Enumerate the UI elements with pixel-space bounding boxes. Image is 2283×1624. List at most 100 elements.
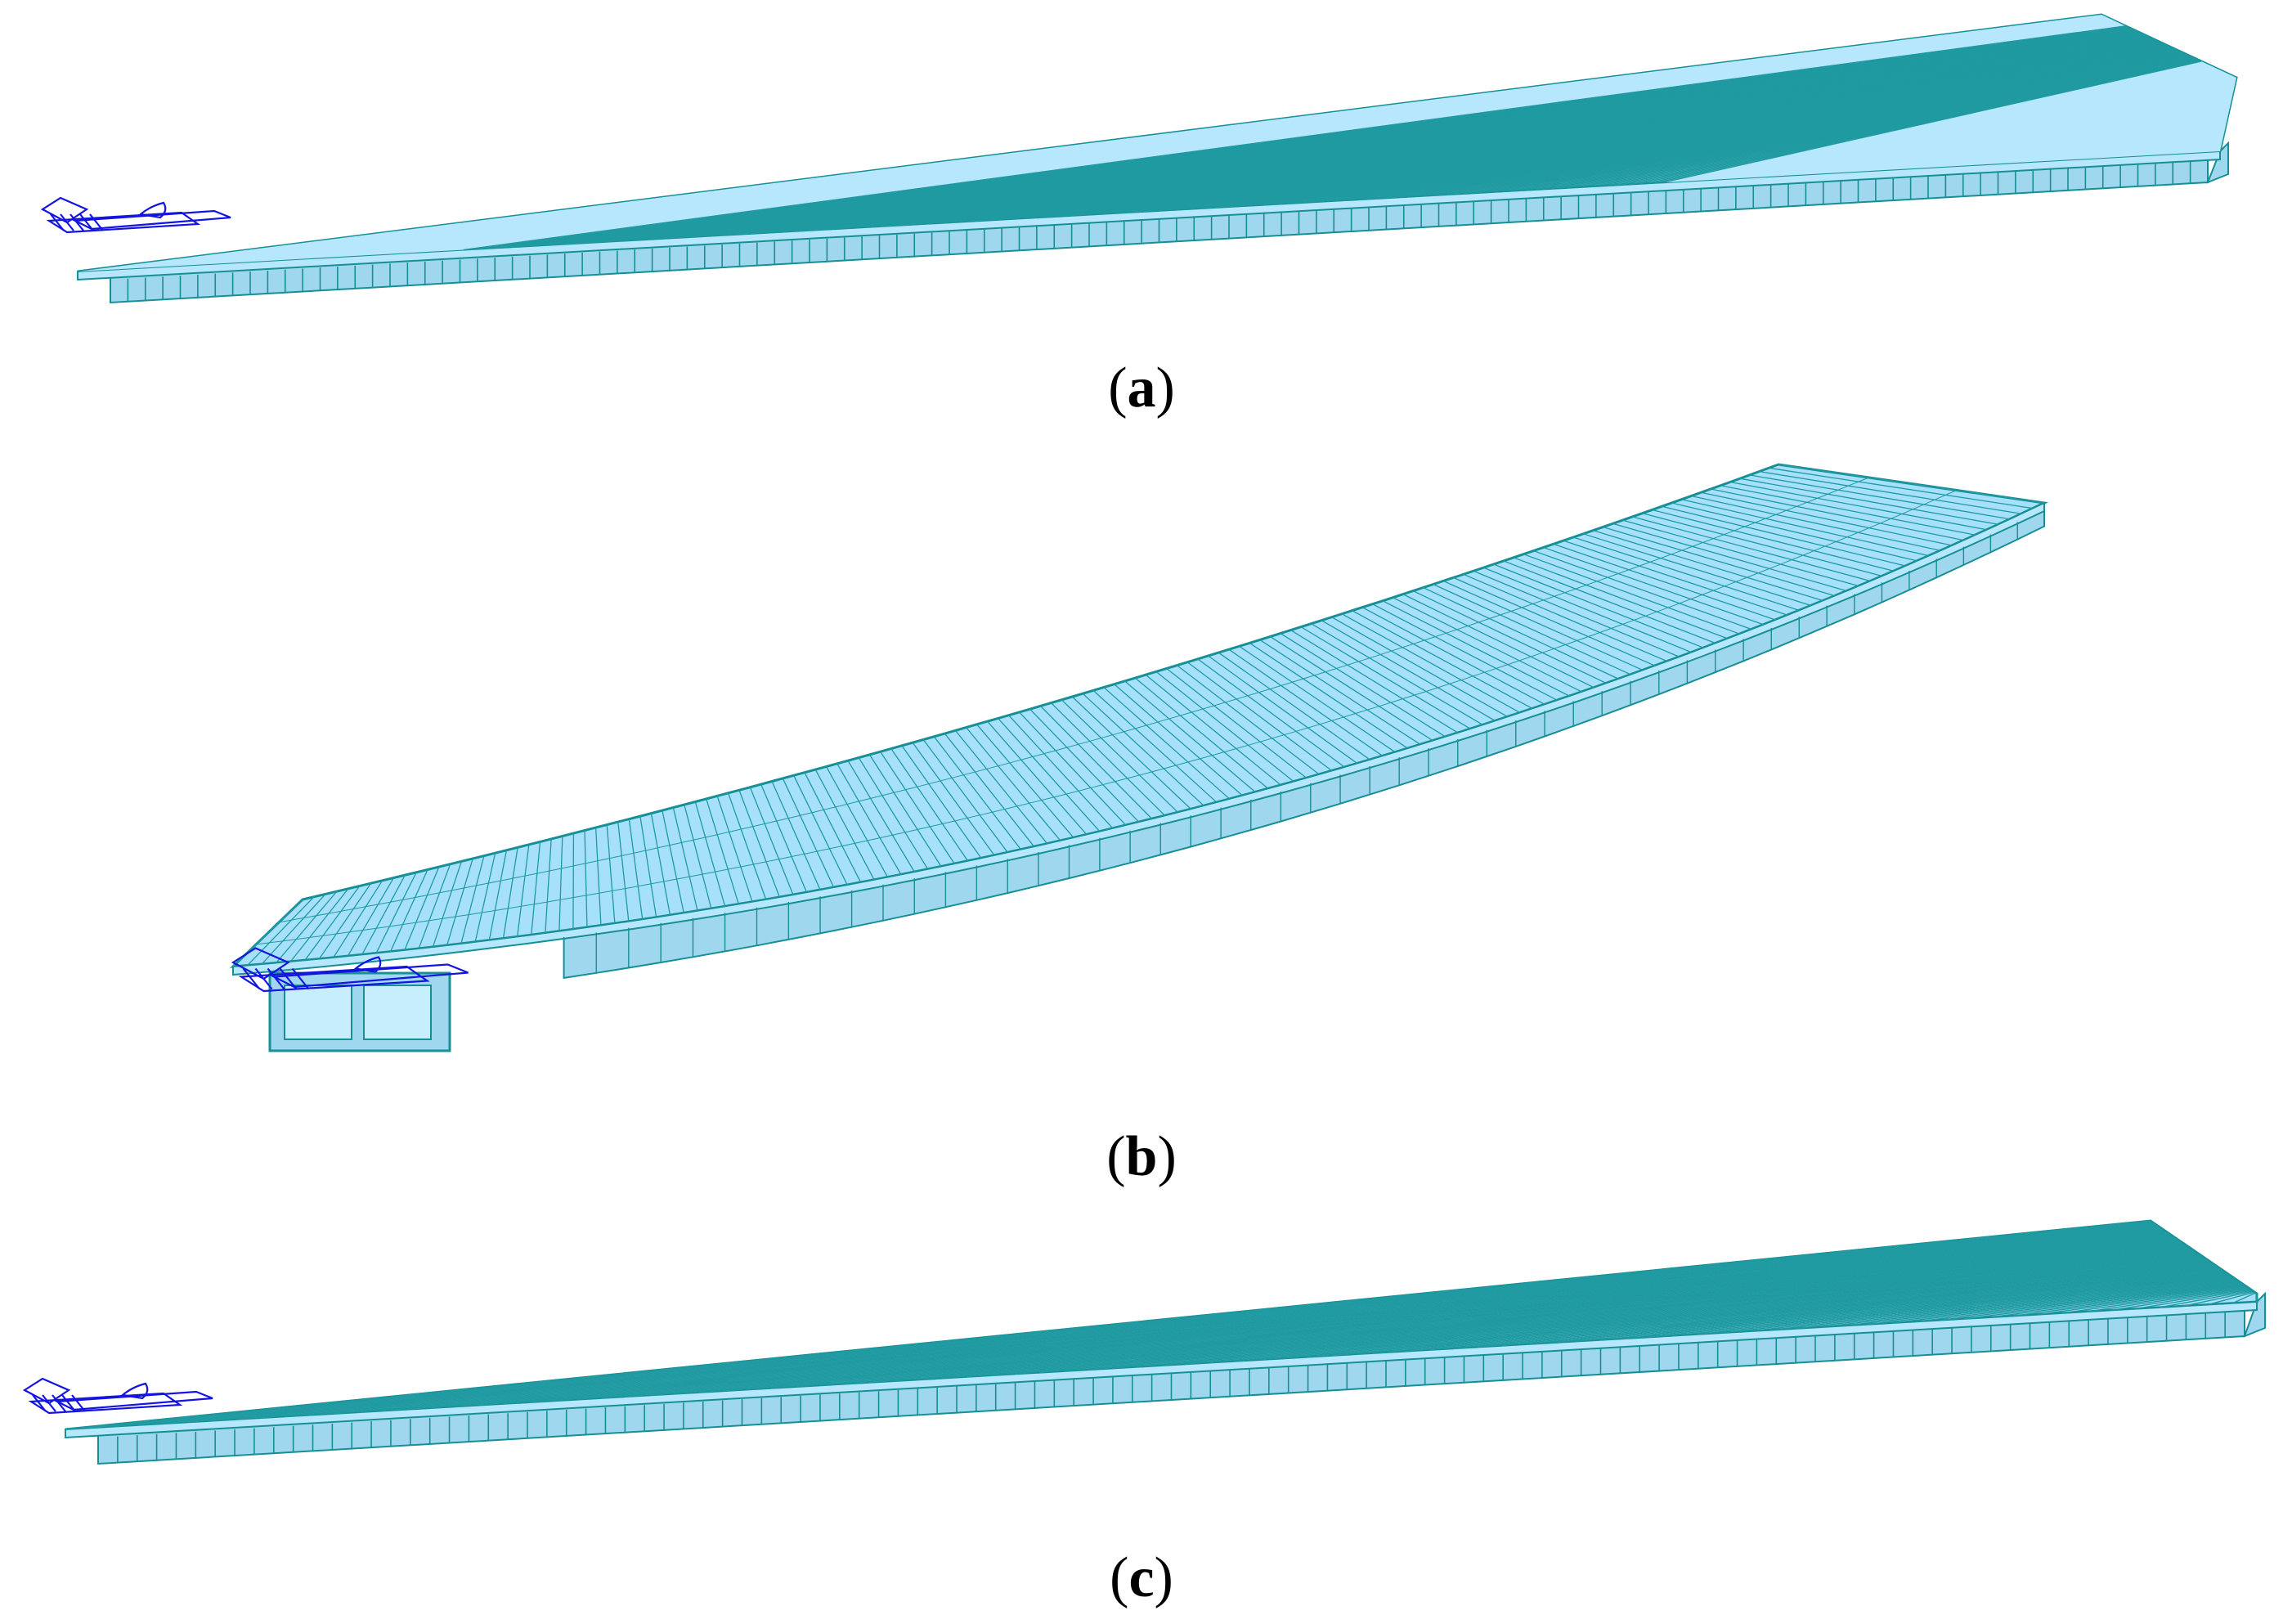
mesh-line	[460, 855, 485, 944]
mesh-line	[1280, 632, 1446, 738]
mesh-line	[1176, 665, 1320, 775]
mesh-line	[1290, 630, 1459, 733]
mesh-line	[738, 790, 780, 898]
mesh-line	[1453, 576, 1656, 666]
mesh-line	[917, 1248, 2192, 1381]
mesh-line	[1989, 1284, 2245, 1318]
mesh-line	[804, 772, 862, 883]
mesh-line	[2061, 1286, 2248, 1314]
mesh-line	[617, 822, 630, 922]
mesh-line	[138, 1222, 2155, 1426]
mesh-line	[1681, 499, 1929, 557]
mesh-line	[404, 866, 440, 951]
mesh-line	[479, 1234, 2171, 1406]
support-line	[279, 967, 298, 990]
mesh-line	[1599, 1271, 2226, 1341]
mesh-line	[893, 1247, 2191, 1382]
mesh-line	[89, 1221, 2152, 1429]
mesh-line	[502, 847, 518, 939]
mesh-line	[1632, 516, 1871, 582]
mesh-line	[966, 1249, 2195, 1378]
mesh-line	[261, 893, 326, 965]
mesh-line	[1393, 597, 1582, 693]
support-line	[291, 967, 310, 990]
mesh-line	[1040, 705, 1153, 819]
mesh-line	[814, 769, 875, 881]
deck-mesh	[65, 1220, 2258, 1430]
mesh-line	[1249, 642, 1408, 749]
mesh-line	[1008, 715, 1114, 829]
mesh-line	[1818, 1278, 2236, 1328]
support-line	[267, 967, 285, 990]
mesh-line	[432, 861, 463, 948]
mesh-line	[527, 1236, 2173, 1403]
support-line	[42, 1394, 56, 1412]
mesh-line	[716, 796, 753, 902]
mesh-line	[1503, 560, 1716, 644]
mesh-line	[1453, 1266, 2218, 1349]
support-icon	[40, 196, 231, 234]
mesh-line	[65, 1220, 2151, 1430]
support-line	[50, 213, 65, 231]
mesh-line	[1382, 600, 1570, 697]
mesh-line	[1623, 1272, 2227, 1339]
mesh-line	[289, 888, 349, 962]
mesh-line	[1015, 1251, 2197, 1375]
mesh-line	[1259, 639, 1421, 745]
mesh-line	[1593, 530, 1823, 602]
mesh-line	[1442, 580, 1644, 671]
mesh-line	[922, 739, 1008, 853]
mesh-line	[382, 1231, 2166, 1412]
mesh-line	[558, 836, 563, 931]
deck-plain-zone	[78, 15, 2126, 271]
mesh-longitudinal	[256, 490, 1958, 945]
mesh-line	[793, 775, 848, 886]
mesh-line	[1331, 617, 1508, 717]
support-line	[61, 1394, 76, 1412]
mesh-line	[706, 798, 739, 904]
mesh-line	[1501, 1267, 2221, 1347]
mesh-line	[1166, 667, 1307, 778]
deck-mesh	[232, 464, 2045, 967]
mesh-line	[672, 807, 698, 911]
mesh-line	[1258, 1259, 2209, 1361]
mesh-line	[1234, 1258, 2208, 1362]
mesh-line	[1311, 623, 1483, 725]
support-plate	[270, 963, 469, 989]
mesh-line	[1662, 505, 1906, 567]
mesh-line	[1356, 1263, 2213, 1355]
support-line	[60, 213, 74, 231]
mesh-line	[847, 760, 915, 873]
mesh-line	[2110, 1288, 2250, 1312]
mesh-line	[1710, 488, 1964, 541]
support-line	[242, 967, 261, 990]
mesh-line	[2013, 1285, 2245, 1317]
mesh-line	[747, 1242, 2184, 1391]
mesh-line	[503, 1235, 2173, 1405]
mesh-line	[531, 841, 541, 935]
mesh-line	[901, 745, 982, 859]
mesh-line	[890, 748, 969, 862]
mesh-line	[488, 850, 508, 940]
mesh-line	[1186, 662, 1333, 771]
mesh-line	[1218, 652, 1370, 760]
mesh-line	[1473, 570, 1680, 657]
mesh-line	[1553, 543, 1776, 621]
mesh-line	[650, 813, 671, 916]
mesh-line	[1209, 1258, 2206, 1364]
mesh-line	[1134, 677, 1269, 789]
mesh-line	[545, 838, 552, 934]
deck-plain-zone	[1662, 61, 2236, 183]
mesh-line	[284, 1227, 2162, 1418]
support-icon	[231, 947, 469, 993]
mesh-line	[1361, 607, 1545, 705]
mesh-line	[1478, 1267, 2219, 1348]
mesh-line	[1185, 1257, 2205, 1365]
mesh-line	[2086, 1287, 2249, 1312]
mesh-line	[606, 824, 616, 924]
support-hook	[353, 956, 382, 973]
support-line	[70, 213, 84, 231]
mesh-line	[1749, 474, 2010, 520]
web-segments	[563, 509, 2045, 978]
support-plate	[40, 196, 89, 224]
